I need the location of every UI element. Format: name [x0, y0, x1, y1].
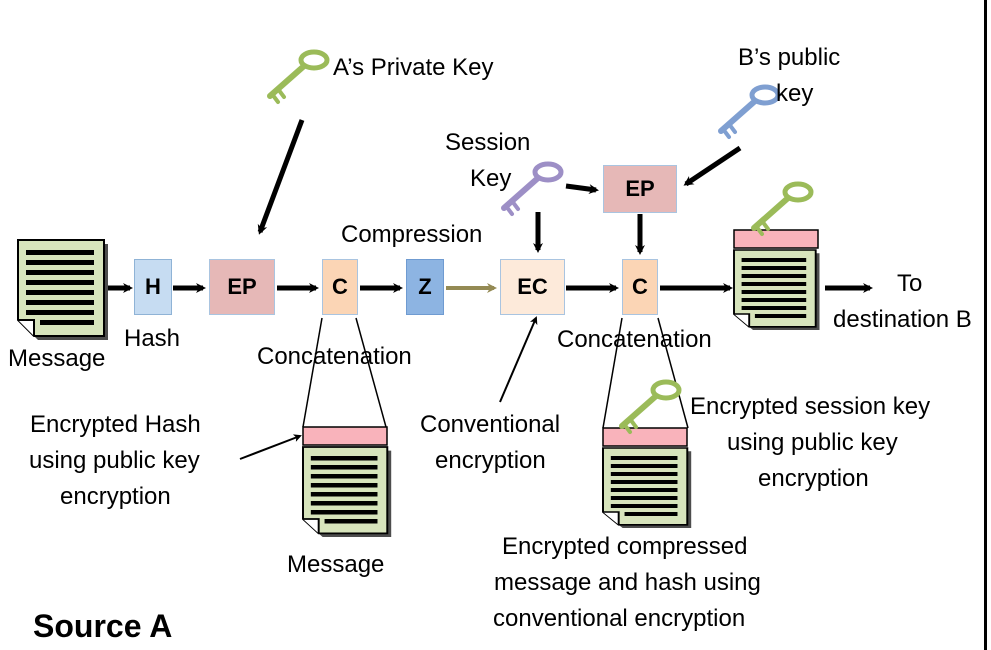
concatenation-label-2: Concatenation — [557, 326, 712, 353]
encrypted-compressed-label-line1: Encrypted compressed — [502, 533, 748, 560]
document-icon — [733, 249, 821, 331]
concatenation-label-1: Concatenation — [257, 343, 412, 370]
pointer-conventional — [499, 316, 538, 403]
pink-header-icon — [733, 229, 819, 249]
expand-line-right-1 — [355, 317, 387, 428]
encrypted-compressed-label-line2: message and hash using — [494, 569, 761, 596]
document-icon — [302, 446, 393, 538]
source-title: Source A — [33, 608, 173, 644]
expand-line-left-2 — [602, 317, 623, 429]
b-public-key-label-line2: key — [776, 80, 814, 107]
compression-box: Z — [406, 259, 444, 315]
concat-box-1: C — [322, 259, 358, 315]
message-input-label: Message — [8, 345, 106, 372]
encrypted-hash-label-line2: using public key — [29, 447, 200, 474]
to-destination-label-line1: To — [897, 270, 923, 297]
pink-header-icon — [302, 426, 388, 446]
right-border-divider — [984, 0, 987, 650]
b-public-key-label-line1: B’s public — [738, 44, 841, 71]
key-icon — [270, 52, 327, 102]
encrypted-session-label-line1: Encrypted session key — [690, 393, 931, 420]
key-icon — [754, 184, 811, 234]
encrypted-session-label-line3: encryption — [758, 465, 869, 492]
session-key-label-line1: Session — [445, 129, 531, 156]
concat-box-2: C — [622, 259, 658, 315]
compression-label: Compression — [341, 221, 483, 248]
key-icon — [504, 164, 561, 214]
arrow-public-key — [683, 145, 742, 187]
document-icon — [17, 239, 109, 341]
document-icon — [602, 447, 693, 529]
encrypted-hash-label-line3: encryption — [60, 483, 171, 510]
pink-header-icon — [602, 427, 688, 447]
encrypted-hash-label-line1: Encrypted Hash — [30, 411, 201, 438]
arrow-private-key — [257, 119, 305, 235]
key-icon — [622, 382, 679, 432]
to-destination-label-line2: destination B — [833, 306, 972, 333]
hash-box: H — [134, 259, 172, 315]
conventional-label-line1: Conventional — [420, 411, 561, 438]
ep-box-public: EP — [603, 165, 677, 213]
encrypted-compressed-label-line3: conventional encryption — [493, 605, 746, 632]
message-output-label: Message — [287, 551, 385, 578]
expand-line-right-2 — [657, 317, 689, 429]
session-key-label-line2: Key — [470, 165, 512, 192]
encrypted-session-label-line2: using public key — [727, 429, 898, 456]
ep-box-private: EP — [209, 259, 275, 315]
private-key-label: A’s Private Key — [333, 54, 494, 81]
pointer-encrypted-hash — [239, 434, 302, 460]
conventional-label-line2: encryption — [435, 447, 546, 474]
conventional-encryption-box: EC — [500, 259, 565, 315]
hash-label: Hash — [124, 325, 181, 352]
key-icon — [721, 87, 778, 137]
arrow-session-to-ep — [565, 183, 599, 195]
expand-line-left-1 — [302, 317, 323, 428]
